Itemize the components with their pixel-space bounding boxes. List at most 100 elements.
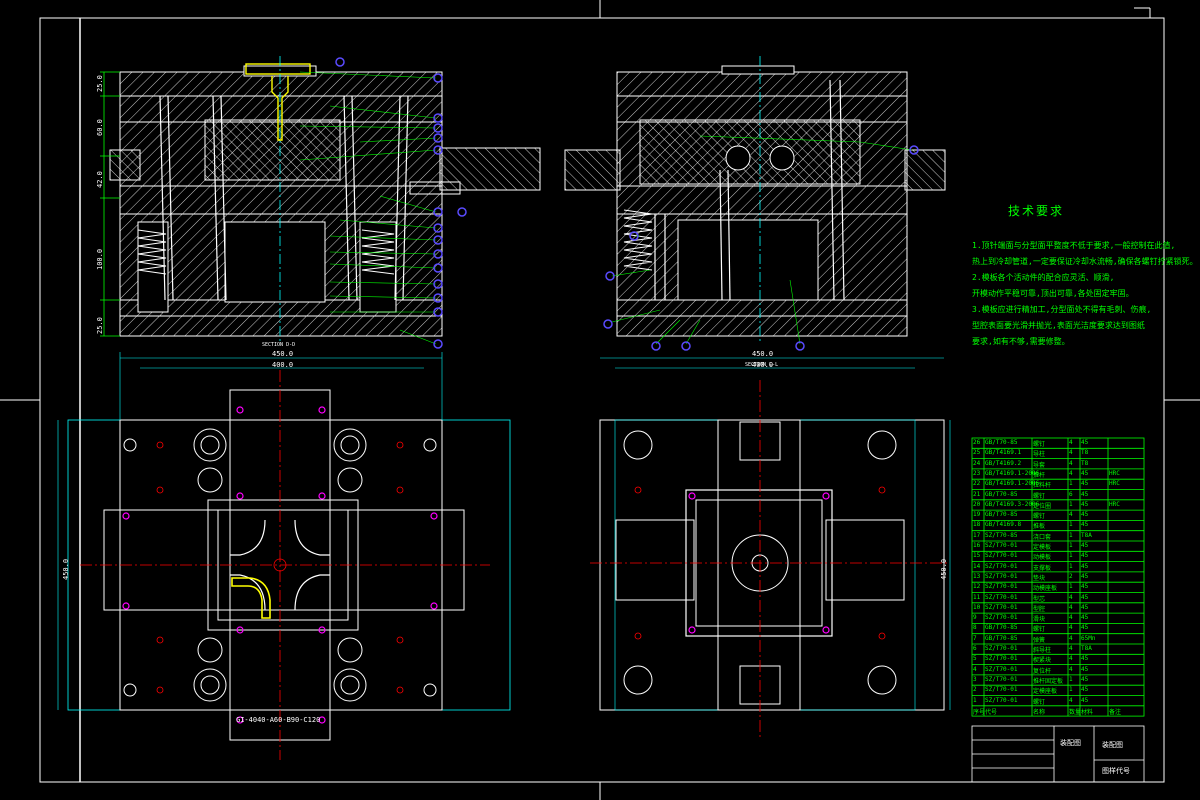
parts-cell: 4 <box>1069 696 1073 704</box>
parts-cell: SZ/T70-85 <box>985 531 1018 539</box>
parts-cell: 型腔 <box>1033 605 1046 613</box>
dim-right-overall: 450.0 <box>752 350 774 358</box>
tech-line-1: 1.顶针端面与分型面平整度不低于要求,一般控制在此值, <box>972 241 1176 250</box>
parts-cell: 45 <box>1081 439 1089 446</box>
parts-cell: 10 <box>973 603 981 611</box>
parts-cell: 动模板 <box>1033 554 1052 562</box>
parts-cell: 1 <box>1069 480 1073 488</box>
parts-cell: 定位圈 <box>1033 502 1052 510</box>
parts-cell: 4 <box>1069 614 1073 622</box>
dim-left-inner: 400.0 <box>272 361 294 369</box>
parts-cell: 3 <box>973 675 977 683</box>
parts-cell: 4 <box>1069 645 1073 652</box>
parts-cell: 1 <box>973 696 977 704</box>
parts-cell: 1 <box>1069 552 1073 560</box>
parts-cell: 复位杆 <box>1033 667 1052 675</box>
section-label-l: SECTION L-L <box>745 362 779 368</box>
parts-cell: SZ/T70-01 <box>985 542 1018 549</box>
parts-cell: SZ/T70-01 <box>985 572 1018 580</box>
parts-cell: SZ/T70-01 <box>985 603 1018 611</box>
parts-cell: 推杆固定板 <box>1033 677 1064 685</box>
tech-line-2: 热上到冷却管道,一定要保证冷却水流畅,确保各螺钉拧紧锁死。 <box>972 257 1198 266</box>
parts-header-cell: 数量 <box>1069 708 1082 716</box>
parts-cell: 45 <box>1081 583 1089 591</box>
parts-cell: T8A <box>1081 645 1092 652</box>
parts-cell: 45 <box>1081 593 1089 601</box>
parts-cell: 45 <box>1081 665 1089 673</box>
parts-cell: 25 <box>973 449 981 457</box>
parts-cell: GB/T70-85 <box>985 490 1018 498</box>
parts-cell: 9 <box>973 614 977 622</box>
parts-cell: SZ/T70-01 <box>985 655 1018 663</box>
parts-cell: 45 <box>1081 603 1089 611</box>
dim-left-height: 450.0 <box>62 558 70 580</box>
parts-cell: 定模座板 <box>1033 688 1058 696</box>
parts-cell: SZ/T70-01 <box>985 593 1018 601</box>
parts-cell: GB/T70-85 <box>985 624 1018 632</box>
side-dim-5: 25.0 <box>96 317 104 334</box>
parts-cell: 1 <box>1069 583 1073 591</box>
parts-header-cell: 备注 <box>1109 708 1122 716</box>
parts-cell: 导柱 <box>1033 451 1046 459</box>
parts-cell: GB/T70-85 <box>985 634 1018 642</box>
base-spec-label: GI-4040-A60-B90-C120 <box>236 716 321 724</box>
parts-cell: 1 <box>1069 686 1073 694</box>
parts-cell: 13 <box>973 572 981 580</box>
dim-right-height: 450.0 <box>940 558 948 580</box>
parts-cell: 4 <box>1069 593 1073 601</box>
parts-cell: 推板 <box>1033 523 1046 531</box>
parts-cell: GB/T4169.8 <box>985 521 1022 529</box>
dim-right-inner: 400.0 <box>752 361 774 369</box>
parts-cell: T8A <box>1081 531 1092 539</box>
parts-cell: 螺钉 <box>1033 513 1046 521</box>
parts-cell: GB/T4169.2 <box>985 459 1022 467</box>
parts-cell: T8 <box>1081 449 1089 457</box>
parts-cell: 2 <box>1069 572 1073 580</box>
tech-line-3: 2.模板各个活动件的配合应灵活、顺滑, <box>972 273 1115 282</box>
parts-cell: 4 <box>1069 655 1073 663</box>
parts-cell: 垫块 <box>1033 574 1046 582</box>
parts-cell: 26 <box>973 439 981 446</box>
parts-cell: 45 <box>1081 686 1089 694</box>
parts-cell: GB/T4169.1 <box>985 449 1022 457</box>
parts-cell: 45 <box>1081 655 1089 663</box>
parts-cell: SZ/T70-01 <box>985 665 1018 673</box>
parts-cell: 螺钉 <box>1033 441 1046 448</box>
section-l-l-view <box>564 56 946 351</box>
parts-header-cell: 名称 <box>1033 708 1046 716</box>
parts-cell: 45 <box>1081 552 1089 560</box>
parts-cell: 4 <box>1069 665 1073 673</box>
parts-cell: 动模座板 <box>1033 585 1058 593</box>
parts-cell: 7 <box>973 634 977 642</box>
parts-cell: 19 <box>973 511 981 519</box>
parts-cell: 螺钉 <box>1033 698 1046 706</box>
side-dim-2: 60.0 <box>96 119 104 136</box>
parts-cell: 支撑板 <box>1033 564 1052 572</box>
parts-cell: HRC <box>1109 500 1120 508</box>
parts-cell: 6 <box>1069 490 1073 498</box>
tech-line-7: 要求,如有不够,需要修整。 <box>972 337 1070 346</box>
parts-cell: 螺钉 <box>1033 492 1046 500</box>
tech-line-5: 3.模板应进行精加工,分型面处不得有毛刺、伤痕, <box>972 305 1152 314</box>
parts-cell: 45 <box>1081 675 1089 683</box>
tech-line-4: 开模动作平稳可靠,顶出可靠,各处固定牢固。 <box>972 289 1134 298</box>
title-block <box>971 725 1145 783</box>
parts-cell: 1 <box>1069 521 1073 529</box>
parts-cell: 浇口套 <box>1033 533 1052 541</box>
parts-cell: 20 <box>973 500 981 508</box>
section-label-d: SECTION D-D <box>262 342 296 348</box>
parts-cell: 45 <box>1081 480 1089 488</box>
parts-cell: 拉料杆 <box>1033 482 1052 490</box>
side-dim-1: 25.0 <box>96 75 104 92</box>
parts-cell: 14 <box>973 562 981 570</box>
parts-cell: 45 <box>1081 521 1089 529</box>
parts-cell: 45 <box>1081 490 1089 498</box>
side-dim-3: 42.0 <box>96 171 104 188</box>
parts-cell: 45 <box>1081 562 1089 570</box>
parts-cell: SZ/T70-01 <box>985 645 1018 652</box>
parts-cell: 滑块 <box>1033 616 1046 624</box>
parts-cell: HRC <box>1109 480 1120 488</box>
title-drawing-name: 装配图 <box>1060 739 1081 747</box>
